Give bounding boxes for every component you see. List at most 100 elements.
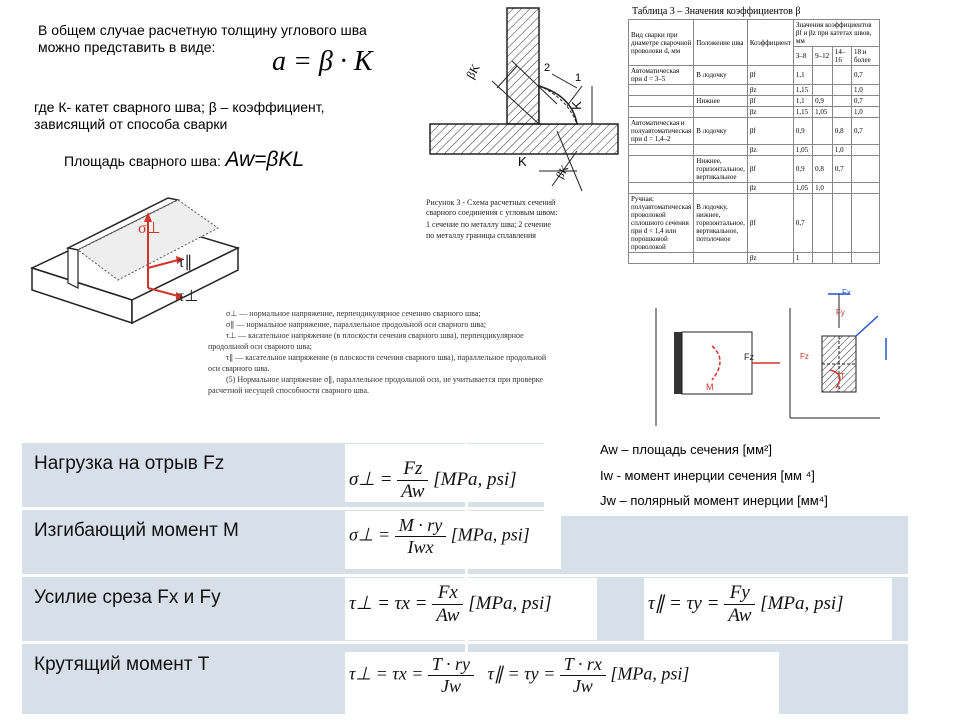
formula-moment-den: Iwx bbox=[407, 537, 434, 557]
coef-cell-kind bbox=[628, 144, 695, 156]
coef-cell-kind bbox=[628, 182, 695, 194]
formula-shear-y-num: Fy bbox=[724, 582, 756, 605]
coef-cell-value: 0,7 bbox=[851, 65, 880, 85]
coef-cell-value: 1,05 bbox=[792, 144, 814, 156]
coef-cell-value: 0,7 bbox=[851, 95, 880, 107]
weld-section-figure: βK K 2 1 K βK Рисунок 3 - Схема расчетны… bbox=[422, 6, 622, 246]
coef-cell-pos bbox=[693, 144, 748, 156]
load-drawing bbox=[655, 293, 887, 426]
coef-cell-value bbox=[831, 182, 853, 194]
formula-fz-unit: [MPa, psi] bbox=[433, 468, 517, 490]
area-formula: Aw=βKL bbox=[225, 148, 305, 171]
formula-torque-x-lhs: τ⊥ = τx = bbox=[349, 663, 424, 684]
tau-perp-label: τ⊥ bbox=[178, 288, 199, 305]
row-label-fz: Нагрузка на отрыв Fz bbox=[34, 453, 225, 474]
coef-cell-value bbox=[812, 84, 833, 96]
coef-cell-kind bbox=[628, 84, 695, 96]
formula-fz-num: Fz bbox=[397, 458, 429, 481]
coef-cell-coef: βz bbox=[746, 182, 794, 194]
coef-row: Автоматическая и полуавтоматическая при … bbox=[628, 117, 880, 145]
coef-cell-pos: Нижнее, горизонтальное, вертикальное bbox=[693, 155, 748, 183]
coef-head-col: 14–16 bbox=[831, 46, 853, 66]
formula-shear-x-unit: [MPa, psi] bbox=[468, 592, 552, 614]
formula-shear-y-unit: [MPa, psi] bbox=[760, 592, 844, 614]
coef-cell-coef: βf bbox=[746, 155, 794, 183]
label-m: M bbox=[706, 382, 714, 392]
formula-torque-x-den: Jw bbox=[440, 676, 461, 696]
label-section-2: 2 bbox=[544, 62, 551, 74]
coef-cell-value: 1,1 bbox=[792, 65, 814, 85]
coef-cell-value bbox=[851, 193, 880, 253]
coef-table: Вид сварки при диаметре сварочной провол… bbox=[628, 19, 881, 264]
coef-head-pos: Положение шва bbox=[693, 19, 748, 66]
formula-fz-lhs: σ⊥ = bbox=[349, 468, 393, 490]
coef-table-figure: Таблица 3 – Значения коэффициентов β Вид… bbox=[628, 2, 884, 286]
formula-shear-x-lhs: τ⊥ = τx = bbox=[349, 592, 428, 614]
weld-caption-2: сварного соединения с угловым швом: bbox=[426, 208, 558, 217]
coef-cell-pos bbox=[693, 106, 748, 118]
coef-cell-coef: βz bbox=[746, 252, 794, 264]
formula-moment-num: M · ry bbox=[394, 515, 447, 537]
coef-cell-value bbox=[812, 144, 833, 156]
formula-fz-den: Aw bbox=[401, 481, 425, 502]
formula-shear-x-den: Aw bbox=[436, 605, 460, 626]
coef-cell-value bbox=[851, 155, 880, 183]
coef-cell-value: 1,0 bbox=[851, 106, 880, 118]
intro-line-2: можно представить в виде: bbox=[38, 39, 216, 55]
coef-cell-pos: В лодочку bbox=[693, 65, 748, 85]
stress-3d-figure: σ⊥ τ∥ τ⊥ bbox=[28, 188, 242, 328]
coef-cell-kind: Ручная; полуавтоматическая проволокой сп… bbox=[628, 193, 695, 253]
coef-cell-pos: Нижнее bbox=[693, 95, 748, 107]
coef-cell-kind bbox=[628, 252, 695, 264]
coef-cell-value: 0,7 bbox=[792, 193, 814, 253]
weld-section-drawing bbox=[429, 7, 619, 192]
load-figure: Fz M Fx Fy Fz T bbox=[650, 288, 906, 428]
note-aw: Aw – площадь сечения [мм²] bbox=[600, 442, 772, 457]
legend-line: расчетной несущей способности сварного ш… bbox=[208, 386, 370, 395]
coef-cell-value: 1,15 bbox=[792, 106, 814, 118]
coef-table-title: Таблица 3 – Значения коэффициентов β bbox=[632, 6, 801, 17]
label-fy: Fy bbox=[836, 308, 845, 317]
coef-cell-pos bbox=[693, 252, 748, 264]
sigma-label: σ⊥ bbox=[138, 220, 161, 237]
row-label-torque: Крутящий момент Т bbox=[34, 654, 210, 675]
where-line-1: где К- катет сварного шва; β – коэффицие… bbox=[34, 99, 325, 115]
coef-cell-pos bbox=[693, 182, 748, 194]
coef-cell-value: 1,0 bbox=[851, 84, 880, 96]
coef-cell-value: 0,8 bbox=[812, 155, 833, 183]
coef-cell-kind: Автоматическая при d = 3–5 bbox=[628, 65, 695, 85]
weld-caption-3: 1 сечение по металлу шва; 2 сечение bbox=[426, 220, 552, 229]
notes-box: Aw – площадь сечения [мм²] Iw - момент и… bbox=[544, 436, 924, 516]
coef-cell-pos: В лодочку, нижнее, горизонтальное, верти… bbox=[693, 193, 748, 253]
weld-caption-1: Рисунок 3 - Схема расчетных сечений bbox=[426, 198, 556, 207]
formula-shear-x-num: Fx bbox=[432, 582, 464, 605]
coef-head-col: 18 и более bbox=[851, 46, 880, 66]
coef-head-kind: Вид сварки при диаметре сварочной провол… bbox=[628, 19, 695, 66]
coef-cell-value: 1,05 bbox=[812, 106, 833, 118]
coef-cell-kind bbox=[628, 155, 695, 183]
label-fx: Fx bbox=[842, 288, 851, 297]
legend-line: σ∥ — нормальное напряжение, параллельное… bbox=[226, 320, 486, 329]
where-line-2: зависящий от способа сварки bbox=[34, 116, 228, 132]
coef-head-col: 9–12 bbox=[812, 46, 833, 66]
coef-cell-coef: βf bbox=[746, 65, 794, 85]
formula-torque-y-den: Jw bbox=[572, 676, 593, 696]
coef-cell-value bbox=[812, 252, 833, 264]
coef-cell-value: 0,7 bbox=[831, 155, 853, 183]
coef-cell-value: 1,0 bbox=[831, 144, 853, 156]
coef-cell-pos: В лодочку bbox=[693, 117, 748, 145]
area-label: Площадь сварного шва: bbox=[64, 153, 221, 169]
area-line: Площадь сварного шва: Aw=βKL bbox=[64, 148, 304, 172]
coef-head-coef: Коэффициент bbox=[746, 19, 794, 66]
stress-legend: σ⊥ — нормальное напряжение, перпендикуля… bbox=[206, 300, 638, 432]
